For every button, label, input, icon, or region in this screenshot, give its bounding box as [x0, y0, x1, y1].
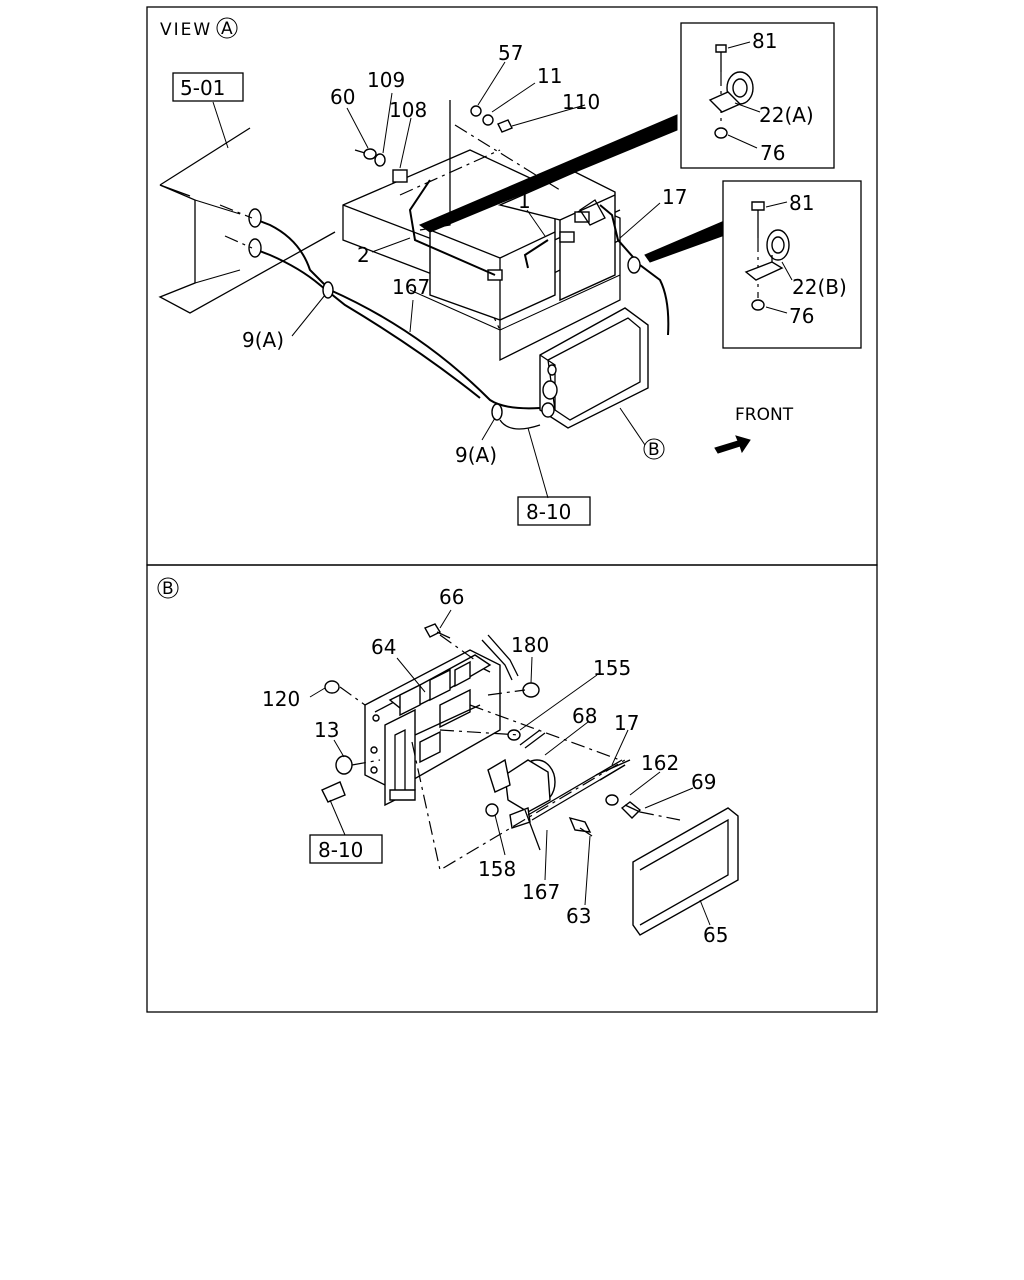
label-158: 158 [478, 857, 516, 881]
cover-plate [632, 807, 739, 936]
view-a: VIEW A 5-01 [158, 17, 862, 526]
inset-b-label-81: 81 [789, 191, 814, 215]
fasteners-b [321, 623, 642, 837]
label-1: 1 [518, 189, 531, 213]
hardware-top [354, 100, 606, 231]
front-arrow-icon [714, 435, 751, 454]
label-57: 57 [498, 41, 523, 65]
label-66: 66 [439, 585, 464, 609]
inset-b-label-22b: 22(B) [792, 275, 847, 299]
label-11: 11 [537, 64, 562, 88]
ref-box-5-01: 5-01 [180, 76, 225, 100]
label-9a-bottom: 9(A) [455, 443, 497, 467]
label-155: 155 [593, 656, 631, 680]
label-167: 167 [392, 275, 430, 299]
ref-box-8-10-b: 8-10 [318, 838, 363, 862]
view-b: B [157, 577, 739, 947]
label-108: 108 [389, 98, 427, 122]
frame-rail [158, 127, 336, 314]
circle-b: B [648, 440, 660, 460]
hose [481, 634, 519, 681]
ref-box-8-10-a-outline [517, 496, 591, 526]
view-b-frame [146, 564, 878, 1013]
label-63: 63 [566, 904, 591, 928]
label-120: 120 [262, 687, 300, 711]
inset-a: 81 22(A) 76 [680, 22, 835, 169]
label-2: 2 [357, 243, 370, 267]
relay-box [539, 307, 649, 429]
label-13: 13 [314, 718, 339, 742]
circle-b-outline [643, 438, 665, 460]
label-109: 109 [367, 68, 405, 92]
label-65: 65 [703, 923, 728, 947]
inset-b-label-76: 76 [789, 304, 814, 328]
label-17: 17 [662, 185, 687, 209]
label-68: 68 [572, 704, 597, 728]
inset-a-label-81: 81 [752, 29, 777, 53]
inset-a-label-22a: 22(A) [759, 103, 814, 127]
inset-b: 81 22(B) 76 [722, 180, 862, 349]
view-b-leaders [309, 609, 711, 926]
view-b-assembly-lines [339, 634, 681, 871]
view-b-circle-outline [157, 577, 179, 599]
battery-left [429, 194, 556, 321]
label-9a-left: 9(A) [242, 328, 284, 352]
inset-a-pointer [418, 114, 678, 233]
view-a-leaders [291, 61, 661, 499]
inset-a-label-76: 76 [760, 141, 785, 165]
relay-base-plate [364, 649, 501, 807]
starter-relay [487, 729, 556, 851]
view-a-title: VIEW [160, 20, 212, 40]
view-b-circle: B [162, 579, 174, 599]
label-60: 60 [330, 85, 355, 109]
label-162: 162 [641, 751, 679, 775]
front-label: FRONT [735, 405, 794, 425]
ref-box-8-10-a: 8-10 [526, 500, 571, 524]
label-69: 69 [691, 770, 716, 794]
view-a-title-circle: A [221, 19, 233, 39]
label-180: 180 [511, 633, 549, 657]
label-167-b: 167 [522, 880, 560, 904]
ref-box-5-01-outline [172, 72, 244, 102]
ref-box-8-10-b-outline [309, 834, 383, 864]
cables [219, 179, 670, 430]
inset-b-pointer [644, 221, 723, 263]
label-17-b: 17 [614, 711, 639, 735]
label-64: 64 [371, 635, 396, 659]
rod [527, 759, 626, 821]
view-a-title-circle-outline [216, 17, 238, 39]
label-110: 110 [562, 90, 600, 114]
